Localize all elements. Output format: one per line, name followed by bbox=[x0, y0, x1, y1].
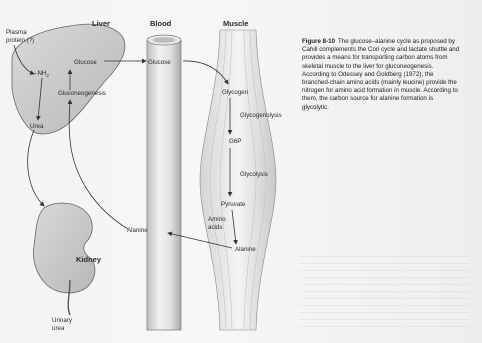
blood-vessel bbox=[147, 35, 181, 330]
muscle-heading: Muscle bbox=[223, 19, 248, 28]
amino-label-line2: acids bbox=[208, 224, 222, 231]
kidney-shape bbox=[34, 203, 95, 293]
muscle-fiber bbox=[200, 30, 276, 330]
urinary-label-line1: Urinary bbox=[52, 317, 73, 324]
muscle-alanine-label: Alanine bbox=[235, 246, 256, 253]
blood-glucose-label: Glucose bbox=[148, 59, 171, 66]
pyruvate-label: Pyruvate bbox=[221, 201, 246, 208]
amino-label-line1: Amino bbox=[208, 216, 226, 223]
bleed-through-texture bbox=[300, 250, 470, 330]
glycogenolysis-label: Glycogenolysis bbox=[240, 112, 282, 119]
g6p-label: G6P bbox=[229, 138, 241, 145]
glycolysis-label: Glycolysis bbox=[240, 171, 268, 178]
glycogen-label: Glycogen bbox=[222, 89, 249, 96]
urinary-label-line2: urea bbox=[52, 325, 65, 332]
liver-glucose-label: Glucose bbox=[74, 59, 97, 66]
plasma-label-line2: protein (?) bbox=[6, 37, 34, 44]
blood-heading: Blood bbox=[150, 19, 172, 28]
kidney-label: Kidney bbox=[76, 255, 102, 264]
caption-text: The glucose–alanine cycle as proposed by… bbox=[302, 38, 459, 111]
figure-number: Figure 8-10 bbox=[302, 38, 335, 45]
urea-label: Urea bbox=[30, 123, 44, 130]
blood-alanine-label: Alanine bbox=[127, 227, 148, 234]
liver-heading: Liver bbox=[92, 19, 110, 28]
gluconeogenesis-label: Gluconeogenesis bbox=[58, 90, 106, 97]
plasma-label-line1: Plasma bbox=[6, 29, 27, 36]
urea-to-kidney-arrow bbox=[28, 130, 44, 206]
